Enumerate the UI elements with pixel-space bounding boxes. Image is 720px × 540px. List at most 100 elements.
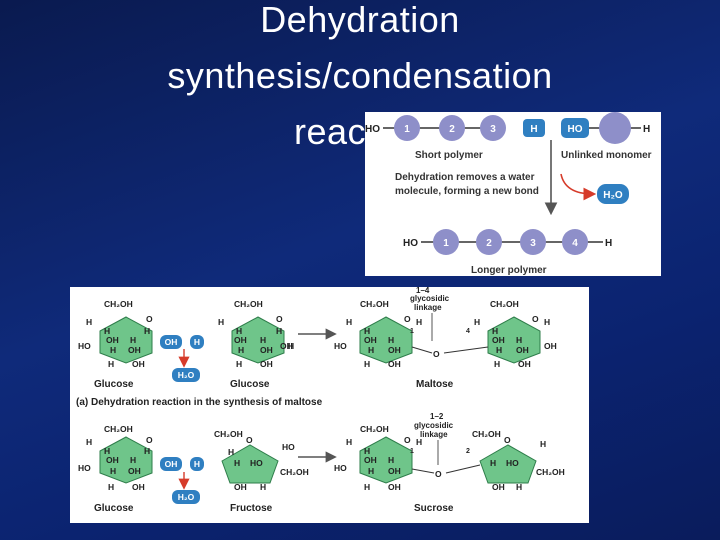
description-line-1: Dehydration removes a water (395, 172, 535, 183)
short-polymer-ho: HO (365, 124, 380, 135)
ring-o: O (504, 435, 511, 445)
atom-oh: OH (106, 455, 119, 465)
linkage-label: linkage (414, 303, 442, 312)
atom-h: H (492, 326, 498, 336)
atom-h: H (260, 482, 266, 492)
carbon-number: 1 (410, 448, 414, 455)
atom-h: H (108, 482, 114, 492)
atom-oh: OH (388, 345, 401, 355)
atom-oh: OH (492, 335, 505, 345)
glycosidic-o: O (435, 469, 442, 479)
atom-oh: OH (364, 455, 377, 465)
ch2oh-label: CH₂OH (360, 424, 389, 434)
unit-label: 3 (490, 124, 496, 135)
longer-polymer-h: H (605, 238, 612, 249)
atom-h: H (228, 447, 234, 457)
unit-label: 2 (486, 238, 492, 249)
atom-oh: OH (280, 341, 293, 351)
ring-o: O (532, 314, 539, 324)
atom-oh: OH (260, 359, 273, 369)
monomer-circle (480, 115, 506, 141)
glucose-label: Glucose (94, 379, 134, 390)
atom-h: H (516, 335, 522, 345)
atom-oh: OH (544, 341, 557, 351)
monomer-circle (394, 115, 420, 141)
water-label: H₂O (603, 190, 623, 201)
atom-h: H (490, 458, 496, 468)
atom-ho: HO (250, 458, 263, 468)
atom-h: H (540, 439, 546, 449)
linkage-label: glycosidic (410, 294, 450, 303)
atom-ho: HO (78, 463, 91, 473)
carbon-number: 2 (466, 448, 470, 455)
atom-h: H (368, 345, 374, 355)
atom-oh: OH (364, 335, 377, 345)
atom-oh: OH (234, 482, 247, 492)
atom-ho: HO (506, 458, 519, 468)
unit-label: 4 (572, 238, 578, 249)
atom-h: H (416, 317, 422, 327)
description-line-2: molecule, forming a new bond (395, 186, 539, 197)
title-line-1: Dehydration (260, 0, 460, 40)
short-polymer-h: H (530, 124, 537, 135)
atom-oh: OH (388, 466, 401, 476)
atom-h: H (238, 345, 244, 355)
atom-h: H (346, 317, 352, 327)
ch2oh-label: CH₂OH (490, 299, 519, 309)
longer-polymer-label: Longer polymer (471, 265, 547, 276)
atom-h: H (260, 335, 266, 345)
atom-h: H (494, 359, 500, 369)
ring-o: O (404, 314, 411, 324)
atom-h: H (368, 466, 374, 476)
monomer-circle (520, 229, 546, 255)
atom-h: H (86, 317, 92, 327)
water-label: H₂O (178, 370, 195, 380)
glucose-ring (99, 316, 153, 364)
sucrose-fructose-ring (479, 444, 537, 484)
unit-label: 3 (530, 238, 536, 249)
atom-h: H (108, 359, 114, 369)
monomer-ho: HO (568, 124, 583, 135)
sucrose-glucose-ring (359, 436, 413, 484)
atom-h: H (144, 446, 150, 456)
atom-oh: OH (106, 335, 119, 345)
atom-h: H (364, 482, 370, 492)
atom-h: H (236, 326, 242, 336)
title-line-2: synthesis/condensation (167, 55, 553, 96)
atom-oh: OH (492, 482, 505, 492)
ch2oh-label: CH₂OH (536, 467, 565, 477)
reactive-oh: OH (165, 459, 178, 469)
monomer-label: Unlinked monomer (561, 150, 652, 161)
ring-o: O (276, 314, 283, 324)
monomer-circle (562, 229, 588, 255)
atom-ho: HO (334, 341, 347, 351)
atom-h: H (364, 359, 370, 369)
atom-h: H (234, 458, 240, 468)
water-label: H₂O (178, 492, 195, 502)
atom-h: H (416, 437, 422, 447)
atom-oh: OH (388, 359, 401, 369)
monomer-circle (439, 115, 465, 141)
atom-oh: OH (234, 335, 247, 345)
atom-h: H (388, 335, 394, 345)
ch2oh-label: CH₂OH (104, 424, 133, 434)
atom-h: H (474, 317, 480, 327)
atom-h: H (130, 455, 136, 465)
atom-h: H (86, 437, 92, 447)
maltose-ring (487, 316, 541, 364)
atom-oh: OH (388, 482, 401, 492)
atom-oh: OH (132, 359, 145, 369)
carbon-number: 4 (466, 328, 470, 335)
carbon-number: 1 (410, 328, 414, 335)
glucose-ring (231, 316, 285, 364)
fructose-ring (221, 444, 279, 484)
ch2oh-label: CH₂OH (472, 429, 501, 439)
atom-oh: OH (132, 482, 145, 492)
ring-o: O (246, 435, 253, 445)
monomer-circle (433, 229, 459, 255)
atom-h: H (544, 317, 550, 327)
atom-ho: HO (282, 442, 295, 452)
atom-ho: HO (334, 463, 347, 473)
short-polymer-label: Short polymer (415, 150, 483, 161)
glucose-ring (99, 436, 153, 484)
